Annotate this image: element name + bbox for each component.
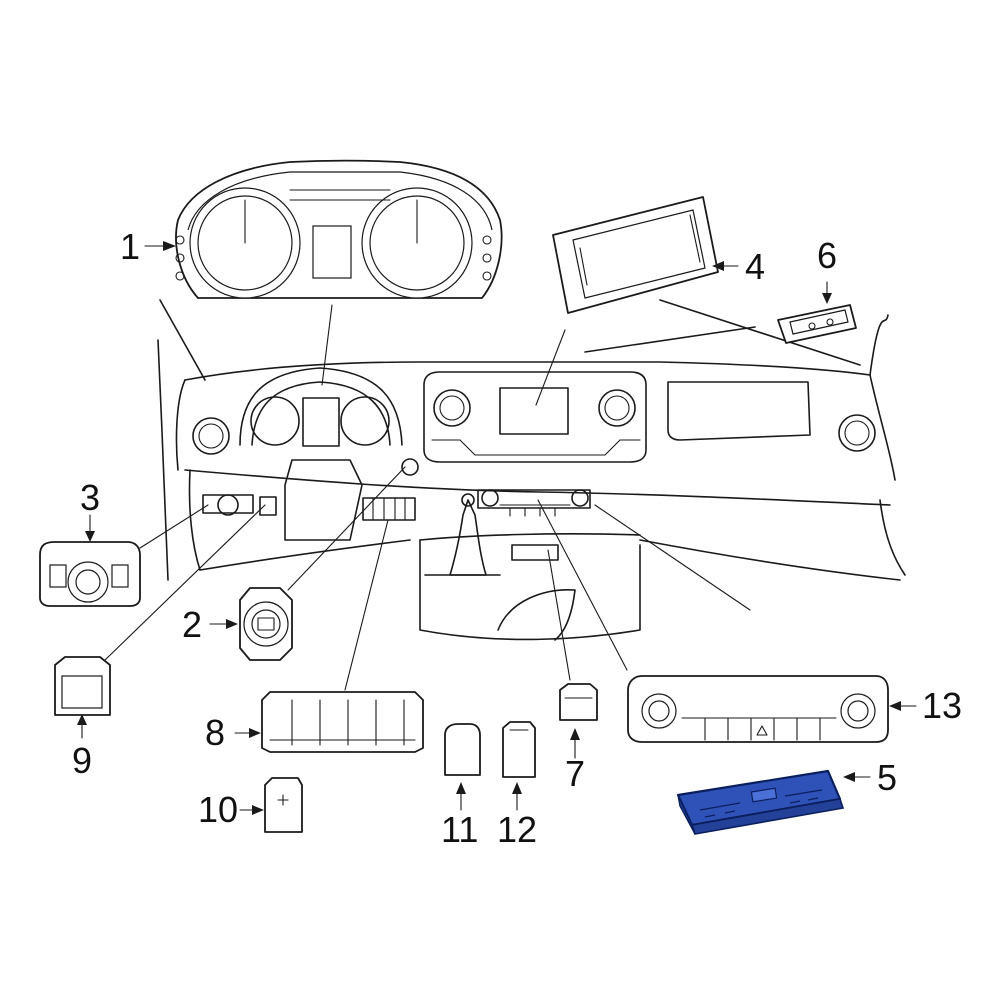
part-headlight-switch[interactable] (39, 541, 141, 607)
part-display-screen[interactable] (552, 196, 719, 314)
callout-4: 4 (745, 246, 765, 287)
part-7-switch[interactable] (559, 683, 598, 721)
callout-labels: 1 2 3 4 5 6 7 8 9 10 11 12 13 (72, 226, 962, 850)
callout-7: 7 (565, 753, 585, 794)
callout-11: 11 (441, 809, 478, 850)
part-11-switch[interactable] (444, 723, 481, 776)
part-ignition-switch[interactable] (239, 587, 293, 661)
callout-5: 5 (877, 757, 897, 798)
part-12-switch[interactable] (502, 721, 536, 778)
part-5-control-panel-highlighted[interactable] (676, 769, 845, 835)
part-climate-control[interactable] (627, 675, 889, 743)
callout-9: 9 (72, 740, 92, 781)
part-instrument-cluster[interactable] (175, 159, 503, 299)
callout-12: 12 (497, 809, 537, 850)
part-switch-panel[interactable] (777, 304, 857, 344)
callout-1: 1 (120, 226, 140, 267)
part-small-switch[interactable] (54, 656, 111, 716)
callout-6: 6 (817, 235, 837, 276)
part-10-switch[interactable] (264, 777, 303, 833)
callout-3: 3 (80, 477, 100, 518)
callout-13: 13 (922, 685, 962, 726)
callout-8: 8 (205, 712, 225, 753)
callout-2: 2 (182, 604, 202, 645)
callout-10: 10 (198, 789, 238, 830)
dashboard-outline (157, 299, 906, 641)
callout-arrows (77, 241, 917, 815)
part-switch-bank[interactable] (261, 691, 424, 753)
leader-lines (104, 304, 751, 691)
